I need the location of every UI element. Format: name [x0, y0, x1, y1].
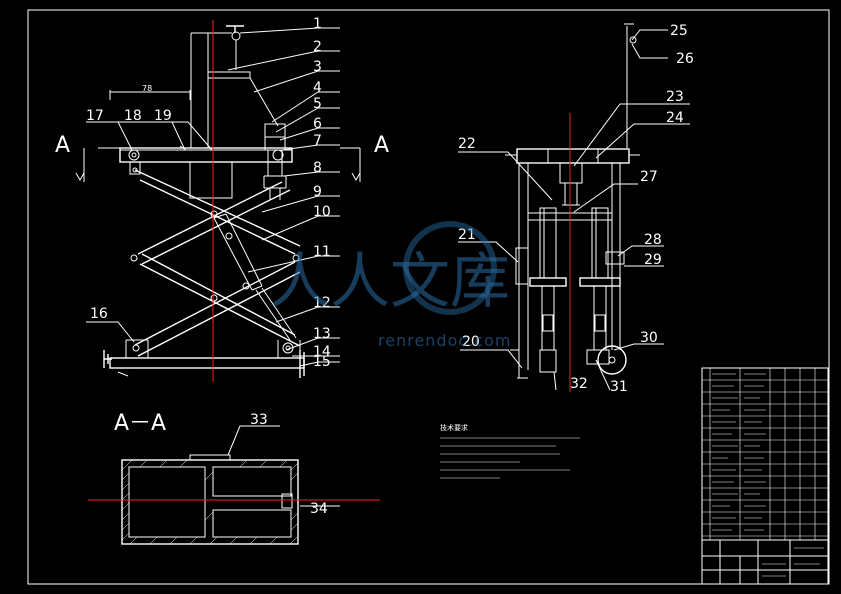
part-number-26: 26 [676, 51, 694, 67]
part-numbers: 1 2 3 4 5 6 7 8 9 10 11 12 13 14 15 16 1… [86, 16, 694, 517]
part-number-28: 28 [644, 232, 662, 248]
side-view [505, 23, 640, 392]
part-number-19: 19 [154, 108, 172, 124]
part-number-10: 10 [313, 204, 331, 220]
watermark: 人人文库 renrendoc.com [270, 221, 511, 350]
part-number-4: 4 [313, 80, 322, 96]
part-number-20: 20 [462, 334, 480, 350]
part-number-17: 17 [86, 108, 104, 124]
part-number-22: 22 [458, 136, 476, 152]
part-number-14: 14 [313, 344, 331, 360]
part-number-13: 13 [313, 326, 331, 342]
part-number-31: 31 [610, 379, 628, 395]
part-number-5: 5 [313, 96, 322, 112]
part-number-30: 30 [640, 330, 658, 346]
part-number-2: 2 [313, 39, 322, 55]
part-number-29: 29 [644, 252, 662, 268]
section-marker-right: A [374, 133, 389, 158]
part-number-33: 33 [250, 412, 268, 428]
part-number-1: 1 [313, 16, 322, 32]
title-block [701, 367, 829, 585]
part-number-15: 15 [313, 354, 331, 370]
section-marker-left: A [55, 133, 70, 158]
watermark-logo: 人人文库 [270, 247, 510, 317]
part-number-3: 3 [313, 59, 322, 75]
part-number-24: 24 [666, 110, 684, 126]
dimension-label: 78 [142, 84, 152, 93]
part-number-25: 25 [670, 23, 688, 39]
leader-lines [86, 27, 690, 507]
part-number-34: 34 [310, 501, 328, 517]
part-number-23: 23 [666, 89, 684, 105]
part-number-6: 6 [313, 116, 322, 132]
part-number-27: 27 [640, 169, 658, 185]
part-number-32: 32 [570, 376, 588, 392]
section-aa [88, 454, 380, 545]
part-number-11: 11 [313, 244, 331, 260]
outer-frame [27, 9, 830, 585]
front-view [75, 20, 361, 382]
technical-requirements: 技术要求 [440, 423, 580, 479]
watermark-text: renrendoc.com [378, 331, 511, 350]
part-number-16: 16 [90, 306, 108, 322]
part-number-8: 8 [313, 160, 322, 176]
part-number-21: 21 [458, 227, 476, 243]
tech-req-title: 技术要求 [440, 423, 468, 432]
part-number-7: 7 [313, 133, 322, 149]
part-number-9: 9 [313, 184, 322, 200]
part-number-12: 12 [313, 295, 331, 311]
section-title: A－A [114, 411, 166, 436]
part-number-18: 18 [124, 108, 142, 124]
